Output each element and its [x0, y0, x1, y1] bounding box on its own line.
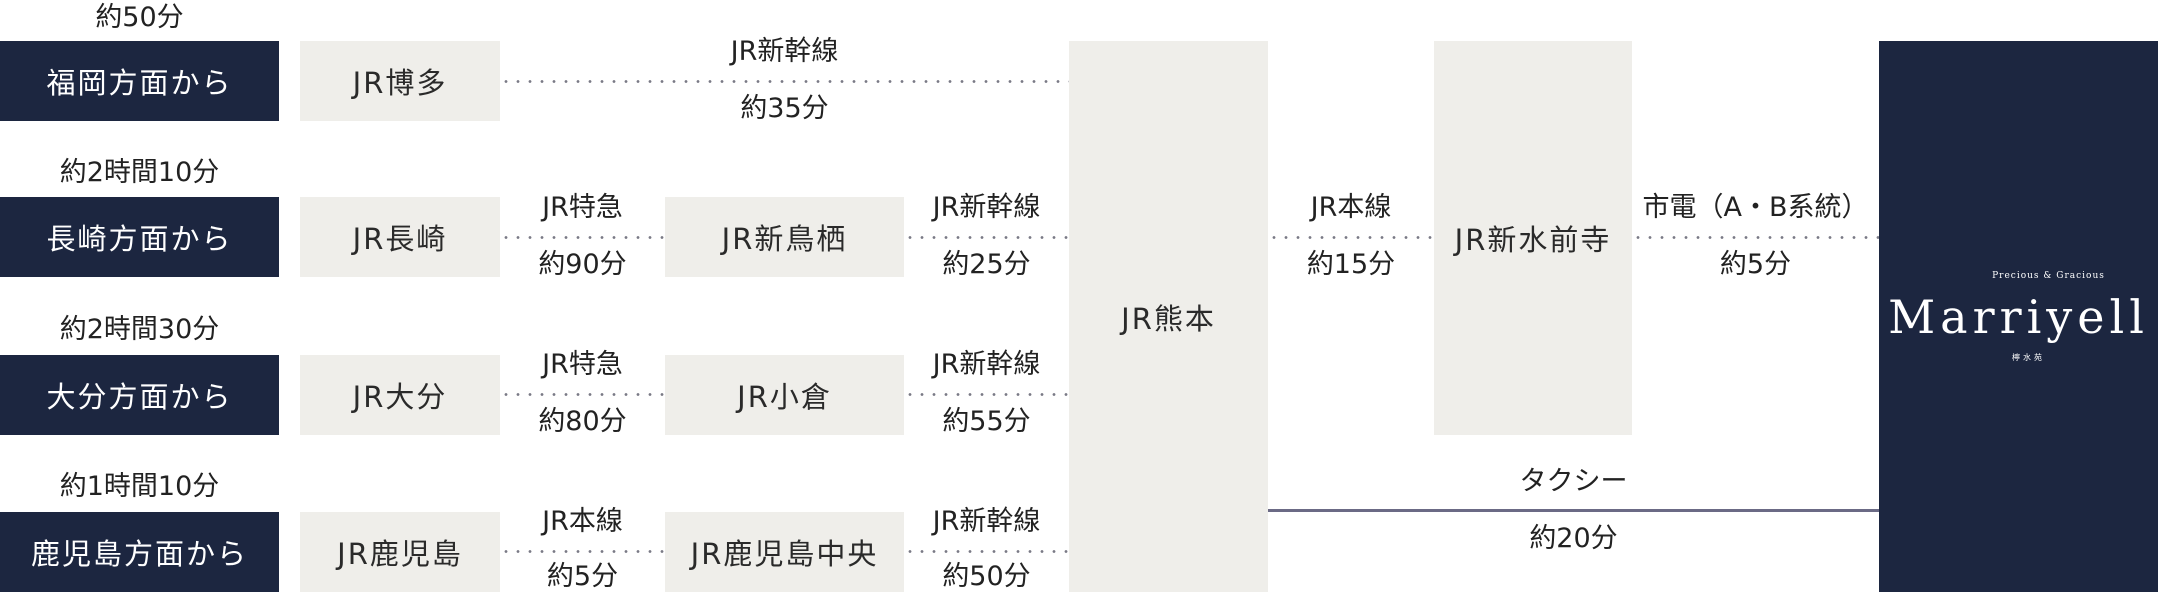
origin-time-fukuoka: 約50分 — [95, 2, 184, 33]
time-label: 約50分 — [942, 561, 1031, 592]
station-oita: JR大分 — [300, 355, 500, 435]
time-label: 約35分 — [740, 93, 829, 124]
logo-tagline: Precious & Gracious — [1992, 270, 2105, 281]
origin-oita: 大分方面から — [0, 355, 279, 435]
line-label: JR本線 — [542, 506, 623, 537]
time-label: 約25分 — [942, 249, 1031, 280]
origin-time-nagasaki: 約2時間10分 — [59, 157, 220, 188]
dotted-route-line — [1268, 236, 1434, 239]
dotted-route-line — [500, 393, 665, 396]
station-kokura: JR小倉 — [665, 355, 904, 435]
logo-name: Marriyell — [1888, 289, 2149, 344]
destination-marriyell-logo: Precious & Gracious Marriyell 檸水苑 — [1879, 41, 2158, 592]
origin-fukuoka: 福岡方面から — [0, 41, 279, 121]
dotted-route-line — [500, 236, 665, 239]
origin-time-oita: 約2時間30分 — [59, 314, 220, 345]
dotted-route-line — [500, 550, 665, 553]
origin-kagoshima: 鹿児島方面から — [0, 512, 279, 592]
line-label: JR新幹線 — [932, 506, 1041, 537]
station-kagoshima: JR鹿児島 — [300, 512, 500, 592]
line-label: JR特急 — [542, 192, 623, 223]
station-shin-suizenji: JR新水前寺 — [1434, 41, 1632, 435]
logo-subname: 檸水苑 — [2012, 352, 2045, 362]
dotted-route-line — [904, 393, 1069, 396]
dotted-route-line — [904, 236, 1069, 239]
time-label: 約5分 — [1719, 249, 1792, 280]
time-label: 約80分 — [538, 406, 627, 437]
station-kagoshima-chuo: JR鹿児島中央 — [665, 512, 904, 592]
station-nagasaki: JR長崎 — [300, 197, 500, 277]
time-label: 約90分 — [538, 249, 627, 280]
station-kumamoto: JR熊本 — [1069, 41, 1268, 592]
origin-time-kagoshima: 約1時間10分 — [59, 471, 220, 502]
line-label: 市電（A・B系統） — [1642, 192, 1869, 223]
time-label-taxi: 約20分 — [1529, 523, 1618, 554]
line-label: JR新幹線 — [932, 349, 1041, 380]
time-label: 約55分 — [942, 406, 1031, 437]
line-label: JR本線 — [1310, 192, 1392, 223]
line-label: JR特急 — [542, 349, 623, 380]
line-label: JR新幹線 — [932, 192, 1041, 223]
taxi-route-line — [1268, 509, 1879, 512]
station-hakata: JR博多 — [300, 41, 500, 121]
dotted-route-line — [904, 550, 1069, 553]
time-label: 約15分 — [1306, 249, 1396, 280]
line-label: JR新幹線 — [730, 36, 839, 67]
dotted-route-line — [1632, 236, 1879, 239]
dotted-route-line — [500, 80, 1069, 83]
line-label-taxi: タクシー — [1519, 466, 1628, 497]
time-label: 約5分 — [546, 561, 619, 592]
origin-nagasaki: 長崎方面から — [0, 197, 279, 277]
station-shin-tosu: JR新鳥栖 — [665, 197, 904, 277]
